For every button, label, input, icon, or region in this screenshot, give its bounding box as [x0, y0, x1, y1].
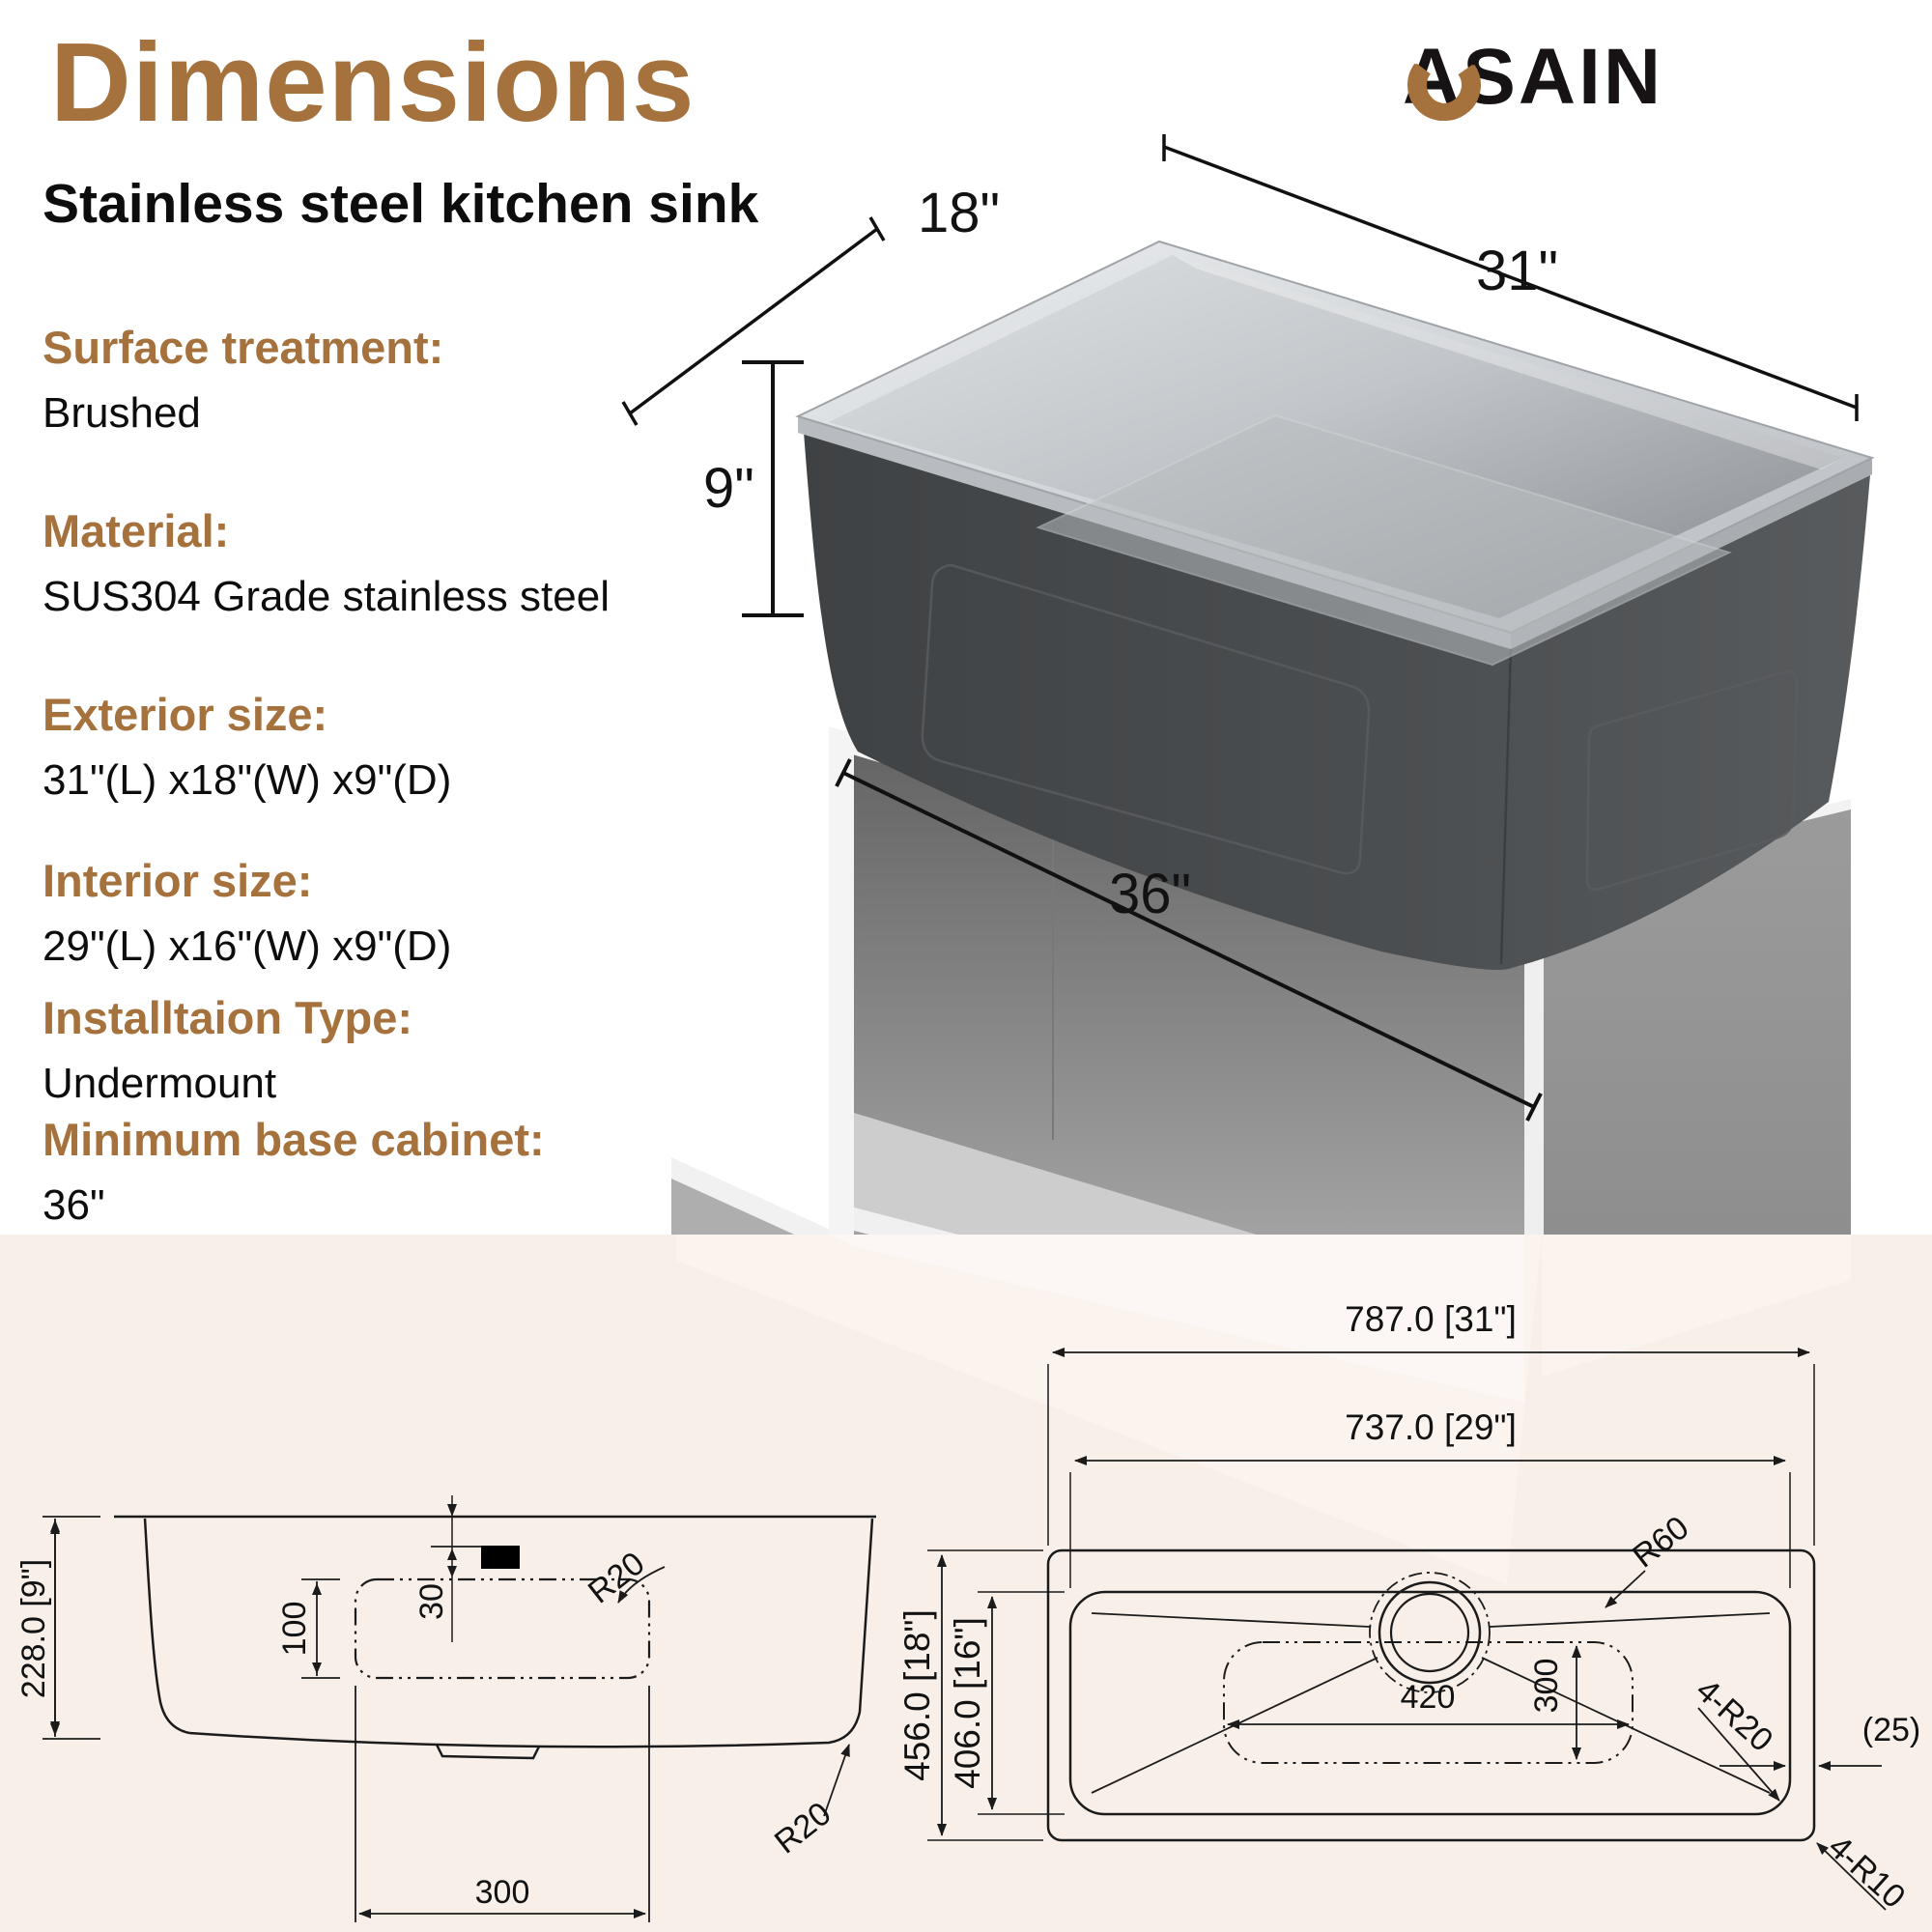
top-inner-height-label: 406.0 [16"] — [948, 1617, 987, 1789]
spec-label: Interior size: — [43, 855, 313, 906]
spec-label: Exterior size: — [43, 689, 328, 740]
top-outer-width-label: 787.0 [31"] — [1345, 1299, 1517, 1339]
cabinet-lower-left-edge — [671, 1157, 845, 1258]
spec-value: SUS304 Grade stainless steel — [43, 573, 610, 620]
sink-illustration — [795, 240, 1875, 970]
sink-body — [804, 432, 1870, 970]
spec-label: Installtaion Type: — [43, 992, 412, 1043]
brand-logo: ASAIN — [1403, 33, 1664, 121]
sink-right-pad-outline — [1585, 670, 1799, 891]
spec-material: Material: SUS304 Grade stainless steel — [43, 504, 641, 621]
top-outer-height-label: 456.0 [18"] — [897, 1609, 937, 1781]
side-height-label: 228.0 [9"] — [15, 1559, 52, 1698]
side-pad-offset-label: 30 — [413, 1583, 450, 1620]
top-rim-gap-label: (25) — [1862, 1712, 1920, 1748]
spec-value: 29"(L) x16"(W) x9"(D) — [43, 923, 452, 970]
spec-surface-treatment: Surface treatment: Brushed — [43, 321, 641, 438]
sink-bowl-floor — [1036, 413, 1732, 667]
top-view-drawing — [927, 1348, 1887, 1911]
spec-label: Minimum base cabinet: — [43, 1114, 545, 1165]
spec-installation-type: Installtaion Type: Undermount — [43, 991, 641, 1108]
spec-label: Material: — [43, 505, 230, 556]
iso-depth-label: 9" — [703, 457, 754, 520]
sink-left-pad-outline — [921, 563, 1371, 875]
side-view-drawing — [43, 1495, 876, 1817]
section-cut-mark — [481, 1546, 520, 1569]
spec-interior-size: Interior size: 29"(L) x16"(W) x9"(D) — [43, 854, 641, 971]
cabinet-left-edge — [829, 730, 854, 1271]
cabinet-ghost-shapes — [676, 1235, 1851, 1584]
spec-minimum-base-cabinet: Minimum base cabinet: 36" — [43, 1113, 641, 1230]
spec-exterior-size: Exterior size: 31"(L) x18"(W) x9"(D) — [43, 688, 641, 805]
logo-wordmark: ASAIN — [1403, 33, 1664, 121]
side-pad-height-label: 100 — [276, 1602, 313, 1657]
sink-bowl-highlight — [1173, 255, 1843, 469]
top-pad-width-label: 420 — [1401, 1679, 1456, 1716]
spec-label: Surface treatment: — [43, 322, 444, 373]
spec-value: Brushed — [43, 389, 201, 437]
cabinet-right-edge — [1524, 884, 1544, 1270]
side-pad-width-dim — [355, 1686, 650, 1922]
logo-c-right-icon — [1407, 49, 1479, 121]
spec-value: 36" — [43, 1181, 105, 1229]
top-pad-height-label: 300 — [1528, 1659, 1565, 1714]
cabinet-interior — [854, 748, 1524, 1235]
sink-front-crease — [1499, 647, 1513, 965]
side-pad-width-label: 300 — [475, 1874, 530, 1911]
iso-dimensions — [621, 134, 1859, 1122]
spec-value: 31"(L) x18"(W) x9"(D) — [43, 756, 452, 804]
product-subtitle: Stainless steel kitchen sink — [43, 173, 759, 235]
page-title: Dimensions — [50, 19, 696, 145]
iso-width-label: 18" — [918, 182, 1000, 244]
iso-length-label: 31" — [1476, 240, 1558, 302]
iso-cabinet-label: 36" — [1109, 863, 1191, 925]
spec-value: Undermount — [43, 1060, 277, 1107]
top-inner-width-label: 737.0 [29"] — [1345, 1407, 1517, 1447]
